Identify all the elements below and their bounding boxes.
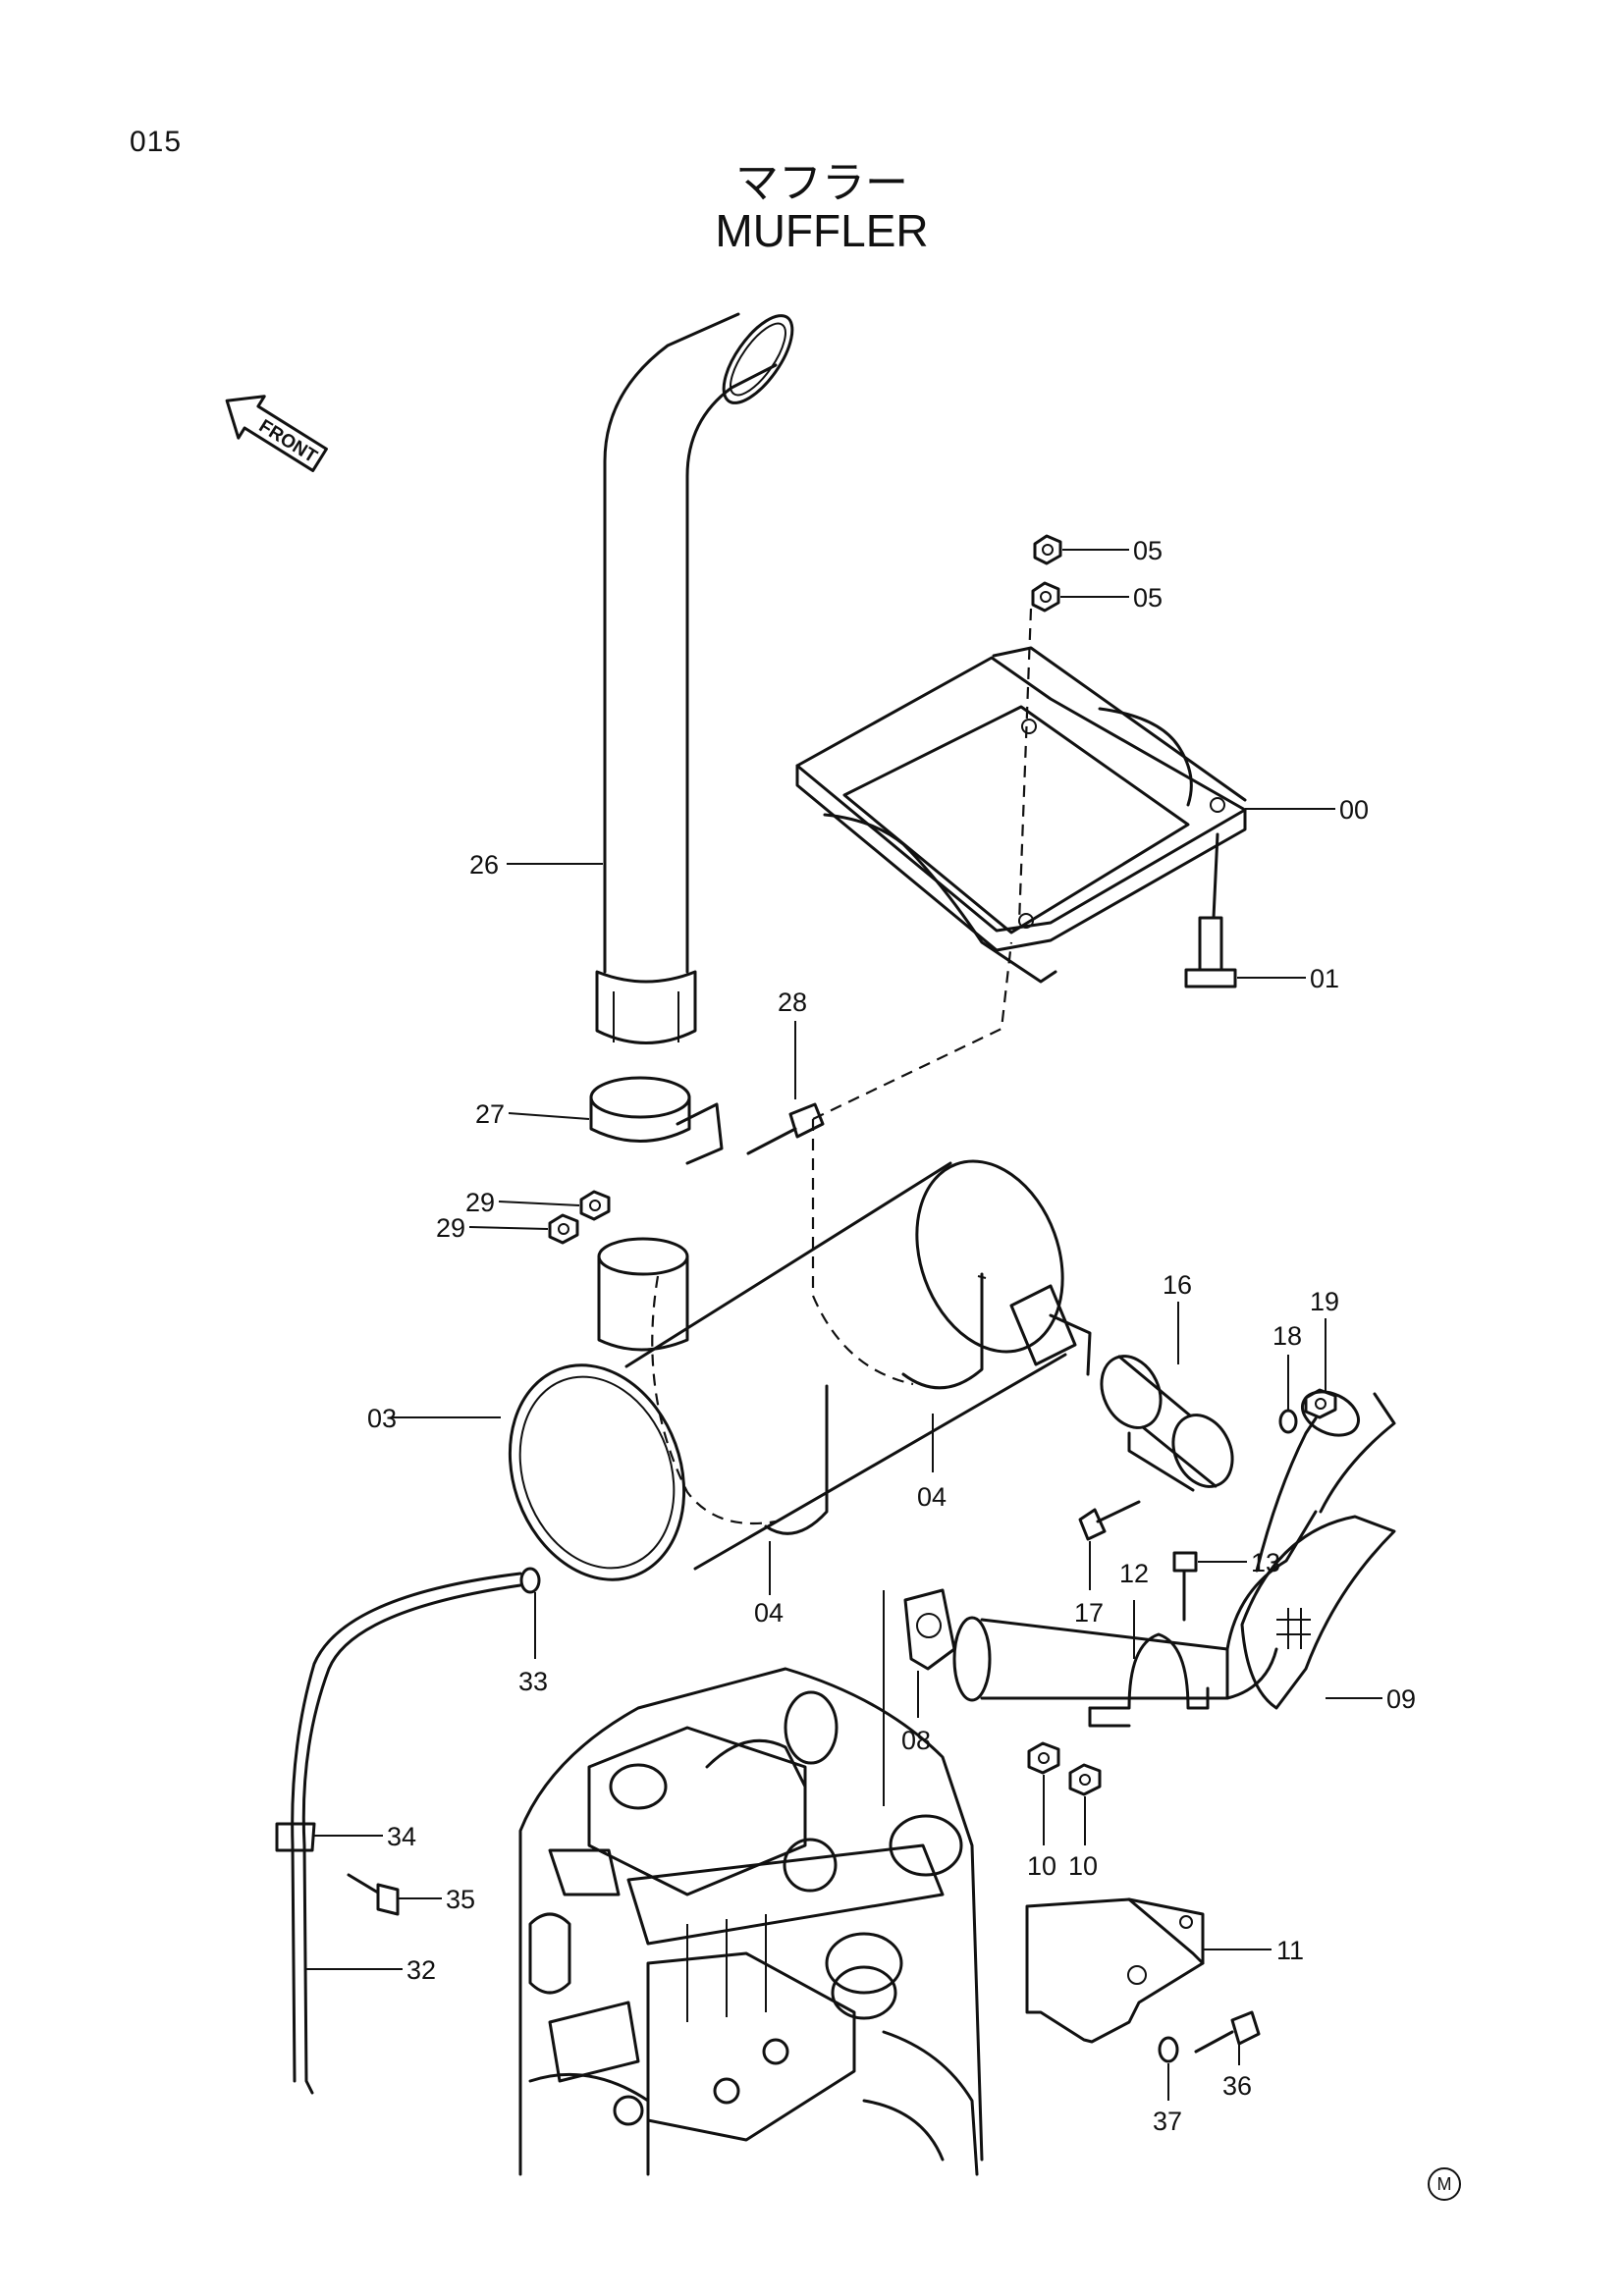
nut-05-upper: [1033, 534, 1062, 565]
bolt-13: [1172, 1551, 1198, 1622]
bracket-11: [1025, 1897, 1205, 2044]
muffler-bracket: [795, 646, 1247, 984]
nut-05-lower: [1031, 581, 1060, 613]
drain-hose-32: [291, 1572, 522, 2095]
pipe-flange: [952, 1616, 992, 1702]
callout-33: 33: [518, 1667, 548, 1696]
callout-29-upper: 29: [465, 1188, 495, 1217]
callout-34: 34: [387, 1822, 416, 1851]
page-number: 015: [130, 126, 183, 158]
callout-13: 13: [1251, 1548, 1280, 1577]
callout-17: 17: [1074, 1598, 1104, 1628]
callout-18: 18: [1272, 1321, 1302, 1351]
bolt-28: [746, 1102, 825, 1155]
callout-35: 35: [446, 1885, 475, 1914]
clamp-27: [589, 1076, 724, 1165]
callout-01: 01: [1310, 964, 1339, 993]
callout-16: 16: [1163, 1270, 1192, 1300]
nut-10-left: [1027, 1741, 1060, 1775]
clip-34: [275, 1822, 316, 1852]
muffler: [508, 1159, 1092, 1581]
callout-04-lower: 04: [754, 1598, 784, 1628]
bolt-36: [1194, 2010, 1261, 2054]
u-bolt-04-upper: [901, 1272, 987, 1390]
callout-36: 36: [1222, 2071, 1252, 2101]
callout-00: 00: [1339, 795, 1369, 825]
callout-19: 19: [1310, 1287, 1339, 1316]
nut-29-upper: [579, 1190, 611, 1221]
engine-assembly: [518, 1667, 984, 2176]
callout-28: 28: [778, 988, 807, 1017]
exhaust-pipe-09: [952, 1390, 1396, 1710]
callout-29-lower: 29: [436, 1213, 465, 1243]
callout-11: 11: [1276, 1936, 1304, 1965]
title-english: MUFFLER: [715, 205, 929, 256]
clamp-12: [1088, 1632, 1210, 1728]
exhaust-stack-pipe: [595, 312, 794, 1044]
u-bolt-04-lower: [764, 1384, 829, 1535]
washer-18: [1278, 1409, 1298, 1434]
callout-05-upper: 05: [1133, 536, 1163, 565]
callout-10-right: 10: [1068, 1851, 1098, 1881]
callout-08: 08: [901, 1726, 931, 1755]
callout-26: 26: [469, 850, 499, 880]
callout-05-lower: 05: [1133, 583, 1163, 613]
bolt-35: [347, 1873, 400, 1916]
bolt-01: [1184, 832, 1237, 988]
callout-32: 32: [406, 1955, 436, 1985]
gasket-08: [883, 1588, 956, 1806]
washer-37: [1158, 2036, 1179, 2063]
clip-33: [519, 1567, 541, 1594]
front-arrow-icon: FRONT: [225, 395, 328, 472]
clamp-16: [1100, 1355, 1234, 1492]
nut-19: [1304, 1388, 1337, 1419]
callout-09: 09: [1386, 1684, 1416, 1714]
title-japanese: マフラー: [735, 158, 908, 208]
callout-37: 37: [1153, 2107, 1182, 2136]
callout-27: 27: [475, 1099, 505, 1129]
nut-10-right: [1068, 1763, 1102, 1796]
callout-12: 12: [1119, 1559, 1149, 1588]
callout-03: 03: [367, 1404, 397, 1433]
circled-m-mark: M: [1428, 2167, 1461, 2201]
nut-29-lower: [548, 1213, 579, 1245]
callout-04-upper: 04: [917, 1482, 947, 1512]
bolt-17: [1078, 1500, 1141, 1541]
callout-10-left: 10: [1027, 1851, 1056, 1881]
